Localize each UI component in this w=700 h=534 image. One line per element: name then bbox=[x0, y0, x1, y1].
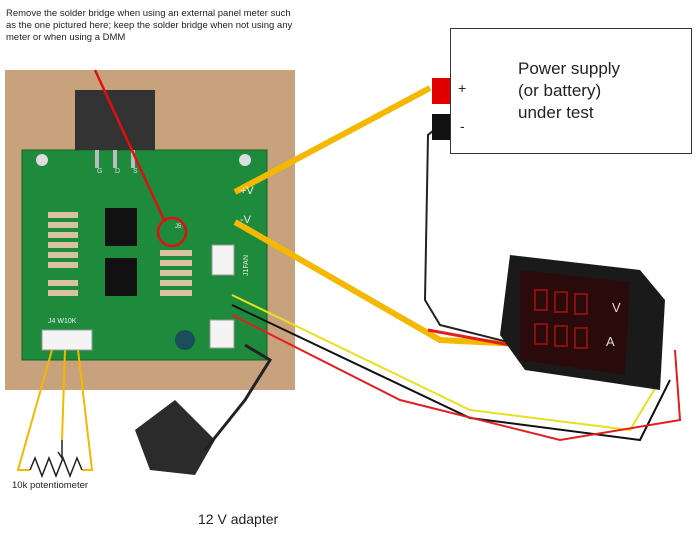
solder-bridge-note: Remove the solder bridge when using an e… bbox=[6, 8, 293, 43]
plus-v-label: +V bbox=[240, 185, 254, 197]
resistors bbox=[48, 212, 192, 296]
pin-label-g: G bbox=[97, 168, 103, 175]
minus-sign: - bbox=[460, 118, 465, 134]
power-adapter bbox=[135, 343, 273, 475]
mosfet bbox=[75, 90, 155, 150]
capacitor bbox=[175, 330, 195, 350]
ps-label-line: Power supply bbox=[518, 59, 621, 78]
plus-sign: + bbox=[458, 80, 467, 96]
j4-connector bbox=[41, 329, 93, 351]
ic-chip bbox=[105, 208, 137, 246]
annotation-pointer bbox=[93, 69, 167, 223]
minus-v-label: -V bbox=[240, 214, 251, 226]
potentiometer-label: 10k potentiometer bbox=[12, 480, 89, 491]
j5-label: J5 bbox=[175, 224, 182, 230]
j4-label: J4 W10K bbox=[48, 318, 77, 325]
potentiometer-wiring bbox=[16, 349, 94, 479]
minus-terminal bbox=[432, 114, 450, 140]
meter-amp-unit: A bbox=[606, 334, 615, 349]
pin-label-d: D bbox=[115, 168, 121, 175]
meter-display-segments bbox=[534, 289, 588, 349]
power-supply-label: Power supply (or battery) under test bbox=[518, 58, 688, 124]
ps-label-line: (or battery) bbox=[518, 81, 602, 100]
meter-volt-unit: V bbox=[612, 300, 621, 315]
ic-chip bbox=[105, 258, 137, 296]
solder-bridge-highlight bbox=[156, 216, 188, 248]
plus-terminal bbox=[432, 78, 450, 104]
wiper-arrow bbox=[57, 440, 63, 461]
ps-label-line: under test bbox=[518, 103, 594, 122]
power-jack bbox=[209, 319, 235, 349]
j1-label: J1FAN bbox=[243, 254, 251, 277]
adapter-label: 12 V adapter bbox=[198, 511, 279, 527]
resistor-symbol bbox=[29, 455, 83, 479]
panel-meter bbox=[500, 255, 665, 390]
plus-wire bbox=[233, 85, 432, 195]
signal-wire-black bbox=[231, 304, 671, 442]
signal-wire-red bbox=[231, 314, 682, 442]
pin-label-s: S bbox=[133, 168, 138, 175]
fan-connector bbox=[211, 244, 235, 276]
signal-wire-yellow bbox=[231, 294, 661, 432]
power-supply-box bbox=[450, 28, 692, 154]
